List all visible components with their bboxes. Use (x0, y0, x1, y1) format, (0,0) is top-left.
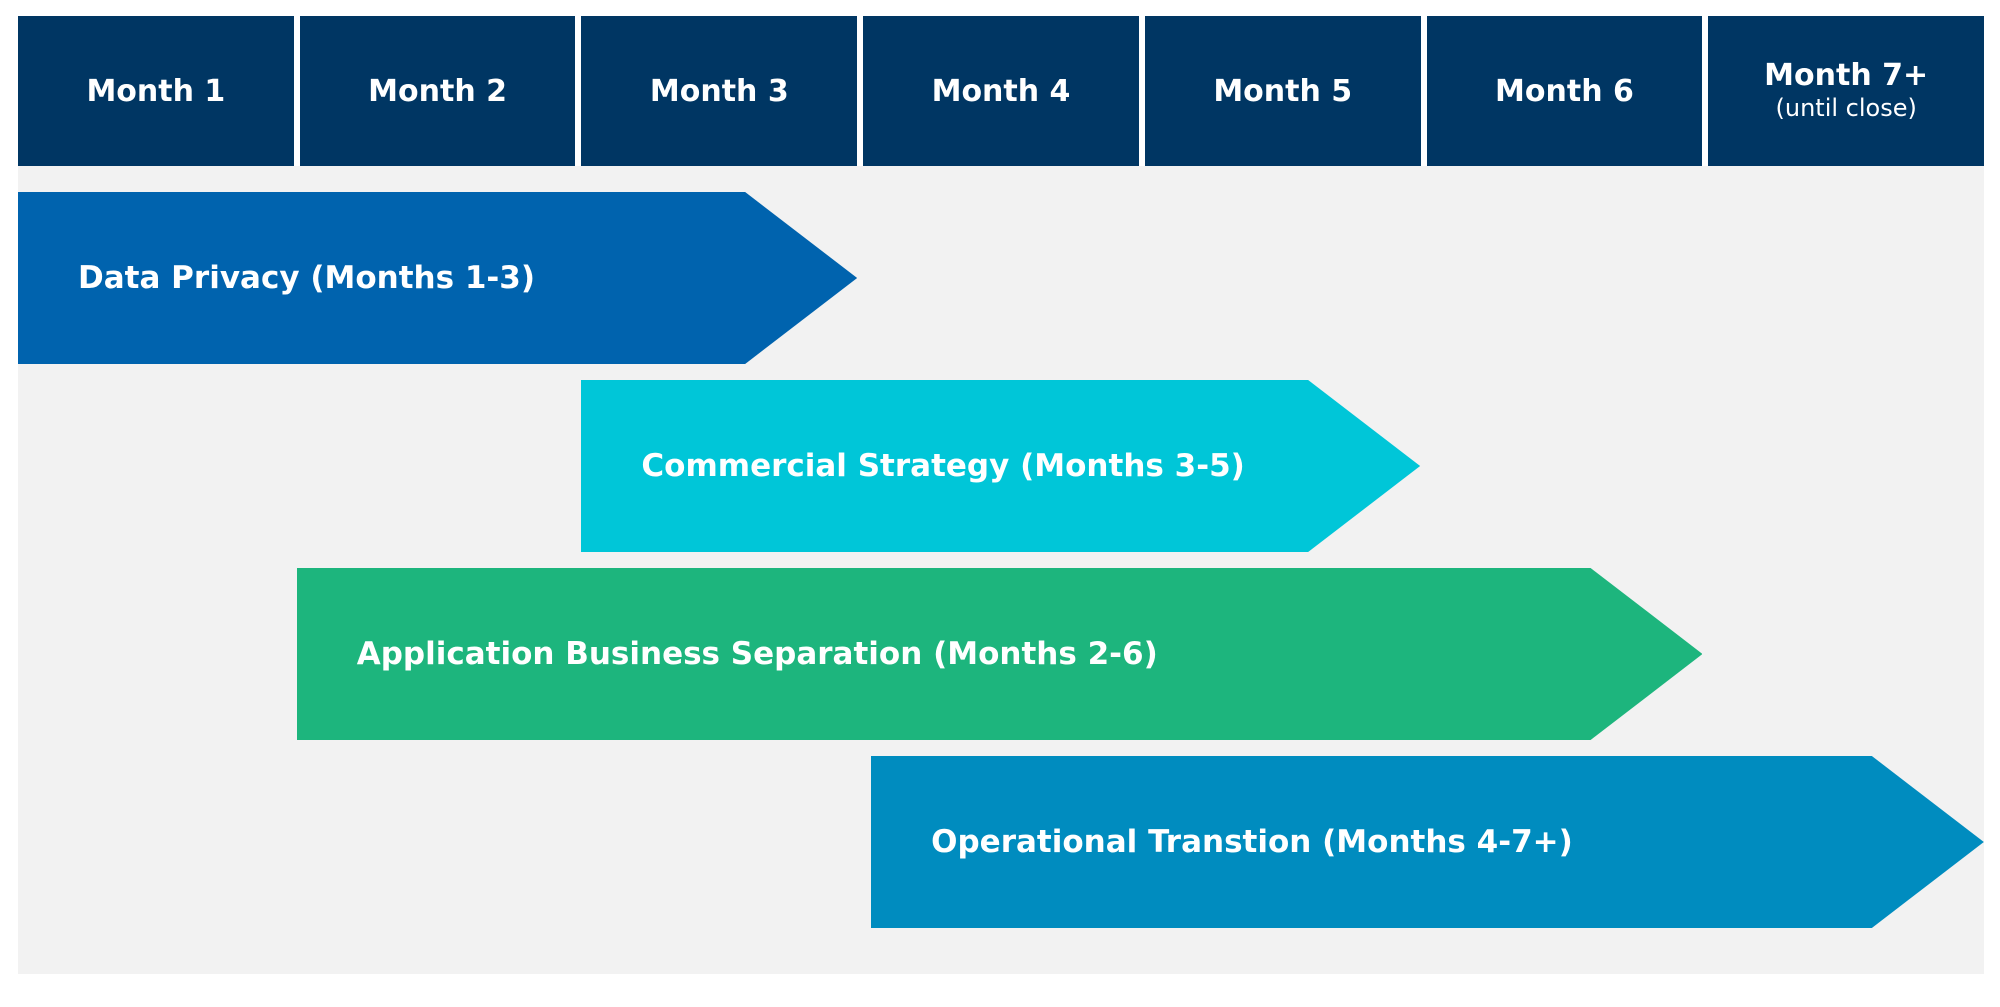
arrow-shape (871, 756, 1984, 928)
month-label: Month 6 (1495, 73, 1634, 109)
month-label: Month 1 (86, 73, 226, 109)
phase-arrow-commercial-strategy (581, 380, 1421, 552)
phase-label-operational-transition: Operational Transtion (Months 4-7+) (931, 824, 1573, 860)
phase-arrow-data-privacy (18, 192, 858, 364)
phase-arrow-application-business-separation (296, 568, 1703, 740)
phase-label-data-privacy: Data Privacy (Months 1-3) (78, 260, 536, 296)
month-header-5: Month 5 (1144, 16, 1421, 166)
phase-arrow-operational-transition (871, 756, 1984, 928)
arrow-shape (581, 380, 1421, 552)
month-header-6: Month 6 (1426, 16, 1703, 166)
phase-label-commercial-strategy: Commercial Strategy (Months 3-5) (641, 448, 1245, 484)
month-label: Month 3 (649, 73, 789, 109)
month-header-1: Month 1 (18, 16, 294, 166)
month-header-2: Month 2 (299, 16, 576, 166)
arrow-shape (296, 568, 1703, 740)
timeline-area: Data Privacy (Months 1-3) Commercial Str… (18, 166, 1984, 974)
month-label: Month 2 (368, 73, 507, 109)
arrow-shape (18, 192, 858, 364)
phase-label-application-business-separation: Application Business Separation (Months … (356, 636, 1158, 672)
month-header-7: Month 7+ (until close) (1708, 16, 1985, 166)
month-label: Month 4 (931, 73, 1071, 109)
month-header-row: Month 1 Month 2 Month 3 Month 4 Month 5 … (18, 16, 1985, 166)
month-header-3: Month 3 (581, 16, 858, 166)
month-label: Month 7+ (1764, 58, 1929, 94)
month-header-4: Month 4 (863, 16, 1139, 166)
month-sublabel: (until close) (1775, 94, 1917, 123)
month-label: Month 5 (1213, 73, 1353, 109)
